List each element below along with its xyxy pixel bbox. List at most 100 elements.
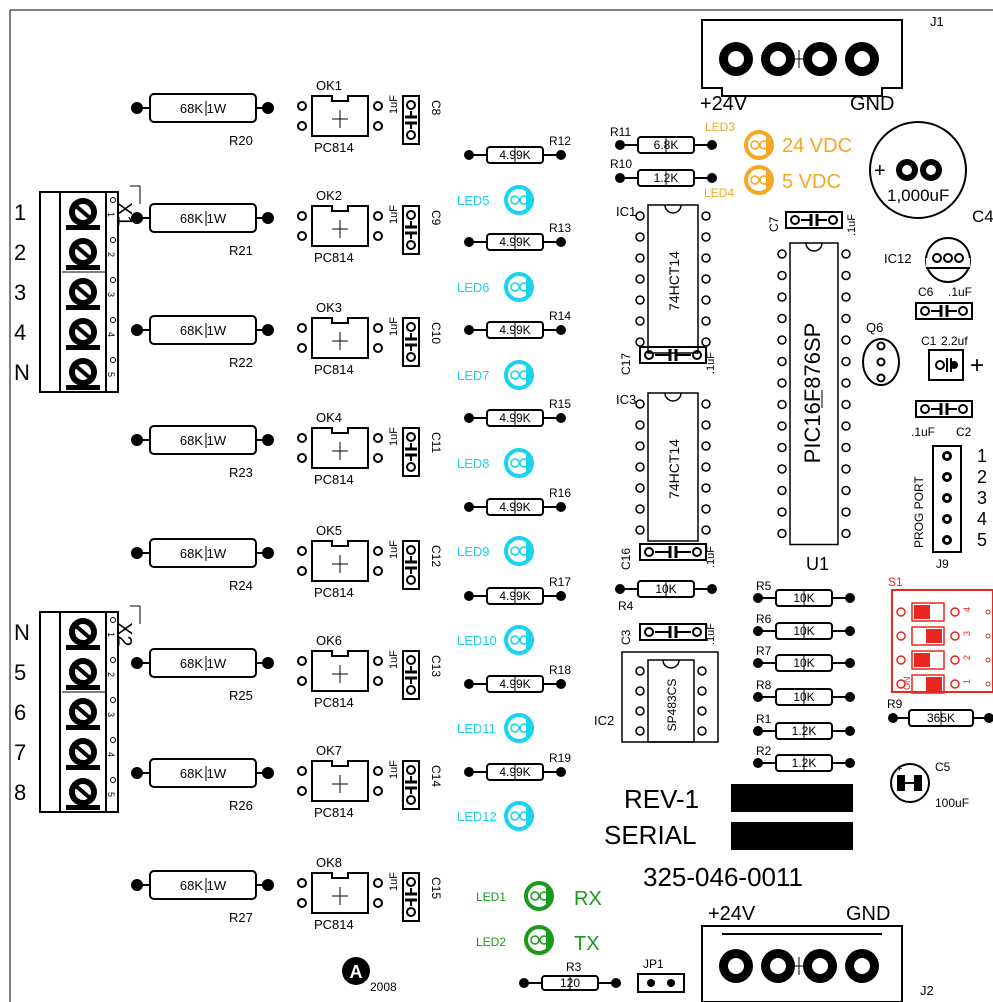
- transistor-pin: [876, 373, 886, 383]
- opto-pin: [297, 121, 307, 131]
- jumper-outline: [637, 973, 685, 993]
- terminal-pin-number: 5: [106, 792, 116, 797]
- led-pad: [519, 635, 529, 645]
- cap-ref: C17: [619, 353, 633, 375]
- opto-pin: [373, 433, 383, 443]
- cap-pad: [406, 432, 416, 442]
- opto-part: PC814: [314, 472, 354, 487]
- ic-ref: IC12: [884, 251, 911, 266]
- terminal-bar: [66, 305, 100, 310]
- resistor-body: [149, 315, 257, 345]
- led-label: LED12: [457, 809, 497, 824]
- resistor-ref: R10: [610, 157, 632, 171]
- j2-24v-label: +24V: [708, 903, 756, 925]
- opto-ref: OK5: [316, 523, 342, 538]
- ic-notch: [664, 392, 682, 402]
- cap-body: [639, 543, 707, 561]
- led-led12: LED12: [457, 801, 534, 831]
- resistor-ref: R16: [549, 486, 571, 500]
- ic-pin: [701, 274, 711, 284]
- switch-pin: [896, 631, 906, 641]
- opto-pin: [297, 676, 307, 686]
- ic-pin: [777, 464, 787, 474]
- cap-body: [785, 211, 843, 229]
- header-pin-number: 5: [977, 530, 987, 550]
- header-pin-number: 2: [977, 467, 987, 487]
- ic-pin: [841, 464, 851, 474]
- ic-part: SP483CS: [665, 679, 679, 732]
- header-pin-hole: [945, 517, 949, 521]
- opto-pin: [373, 323, 383, 333]
- resistor-ref: R15: [549, 397, 571, 411]
- ic-body: [647, 204, 699, 354]
- j2-label: J2: [920, 983, 934, 998]
- regulator-pin: [932, 253, 942, 263]
- ic-pin: [635, 420, 645, 430]
- led-text: TX: [574, 933, 600, 955]
- capacitor-c7: C7.1uF: [767, 211, 858, 236]
- power-led-text: 5 VDC: [782, 171, 841, 193]
- power-led-text: 24 VDC: [782, 135, 852, 157]
- ic-part: PIC16F876SP: [800, 323, 825, 464]
- led-ring: [504, 713, 534, 743]
- ic-ref: IC2: [594, 713, 614, 728]
- switch-pin: [896, 655, 906, 665]
- resistor-ref: R13: [549, 221, 571, 235]
- terminal-pin-number: 3: [106, 292, 116, 297]
- terminal-label: 4: [14, 320, 26, 345]
- resistor-ref: R9: [887, 697, 903, 711]
- ic-notch: [664, 204, 682, 214]
- header-outline: [932, 445, 962, 553]
- opto-pin: [373, 878, 383, 888]
- terminal-pin-number: 1: [106, 212, 116, 217]
- led-ring: [504, 185, 534, 215]
- cap-value: .1uF: [911, 425, 935, 439]
- resistor-ref: R2: [756, 744, 772, 758]
- ic-pin: [841, 507, 851, 517]
- connector-outline: [701, 925, 903, 1002]
- transistor-pin: [876, 357, 886, 367]
- led-text: RX: [574, 888, 602, 910]
- switch-on-label: ON: [902, 677, 912, 691]
- led-label: LED10: [457, 633, 497, 648]
- switch-actuator: [914, 605, 930, 619]
- ic-pin: [777, 378, 787, 388]
- cap-pad: [958, 306, 968, 316]
- ic-ic2-body: [635, 659, 707, 743]
- resistor-ref: R12: [549, 134, 571, 148]
- header-pin-number: 3: [977, 488, 987, 508]
- cap-plate: [914, 775, 922, 791]
- prog-port-label: PROG PORT: [912, 476, 926, 548]
- opto-ref: OK1: [316, 78, 342, 93]
- ic-ref: IC1: [616, 204, 636, 219]
- terminal-outline: [39, 191, 119, 393]
- cap-plate: [897, 775, 905, 791]
- cap-body: [928, 349, 964, 381]
- jumper-ref: JP1: [643, 957, 664, 971]
- switch-via: [985, 681, 991, 687]
- switch-position: 4: [962, 607, 972, 612]
- led-label: LED2: [476, 935, 506, 949]
- terminal-via: [110, 617, 116, 623]
- switch-pin: [896, 679, 906, 689]
- terminal-screw-slot: [74, 744, 92, 760]
- opto-pin: [373, 676, 383, 686]
- resistor-body: [149, 870, 257, 900]
- connector-pin-hole: [854, 958, 870, 974]
- opto-pin: [373, 231, 383, 241]
- resistor-ref: R7: [756, 644, 772, 658]
- opto-pin: [297, 433, 307, 443]
- terminal-screw-slot: [74, 284, 92, 300]
- switch-position: 1: [962, 679, 972, 684]
- resistor-body: [775, 622, 833, 640]
- led-pad: [519, 370, 529, 380]
- opto-pin: [297, 101, 307, 111]
